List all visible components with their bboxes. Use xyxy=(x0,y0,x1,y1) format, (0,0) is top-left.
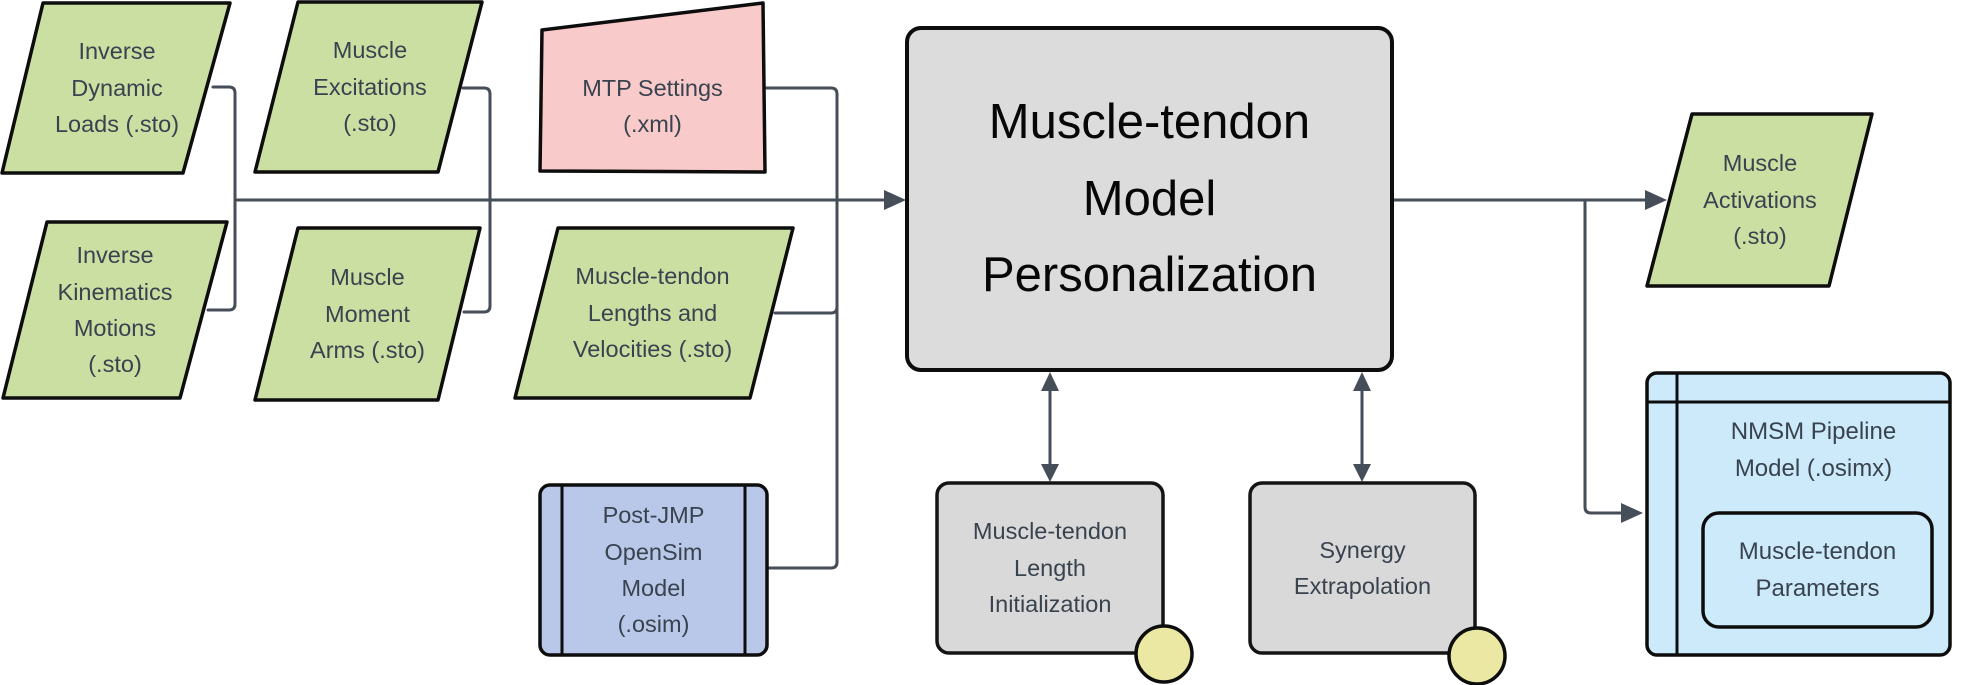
connector-inverse-kinematics xyxy=(206,198,237,312)
node-muscle-tendon-parameters xyxy=(1701,511,1934,629)
connector-mtp-settings xyxy=(763,86,839,202)
connector-post-jmp-model xyxy=(765,198,839,570)
node-muscle-excitations xyxy=(253,0,484,174)
connector-inverse-dynamic-loads xyxy=(211,85,237,202)
arrowhead-into-nmsm-model xyxy=(1621,503,1643,523)
node-inverse-dynamic-loads xyxy=(0,1,232,175)
node-muscle-moment-arms xyxy=(253,226,482,402)
extension-circle-length-init xyxy=(1134,624,1194,684)
arrowhead-synergy-down xyxy=(1353,464,1371,482)
node-inverse-kinematics-motions xyxy=(1,220,229,400)
node-synergy-extrapolation xyxy=(1248,481,1477,655)
node-muscle-activations xyxy=(1645,112,1874,288)
node-mtm-personalization xyxy=(905,26,1394,372)
arrowhead-into-activations xyxy=(1645,190,1667,210)
arrowhead-length-init-up xyxy=(1041,372,1059,391)
connector-muscle-moment-arms xyxy=(462,198,492,314)
node-nmsm-pipeline-model xyxy=(1645,371,1952,657)
extension-circle-synergy xyxy=(1447,626,1507,685)
connector-output-branch-down xyxy=(1583,198,1623,515)
arrowhead-length-init-down xyxy=(1041,464,1059,482)
node-post-jmp-opensim-model xyxy=(538,483,769,657)
arrowhead-into-personalization xyxy=(884,190,906,210)
node-mt-lengths-velocities xyxy=(513,226,795,400)
node-mt-length-initialization xyxy=(935,481,1165,655)
arrowhead-synergy-up xyxy=(1353,372,1371,391)
node-mtp-settings xyxy=(538,1,767,174)
connector-muscle-excitations xyxy=(461,86,492,202)
